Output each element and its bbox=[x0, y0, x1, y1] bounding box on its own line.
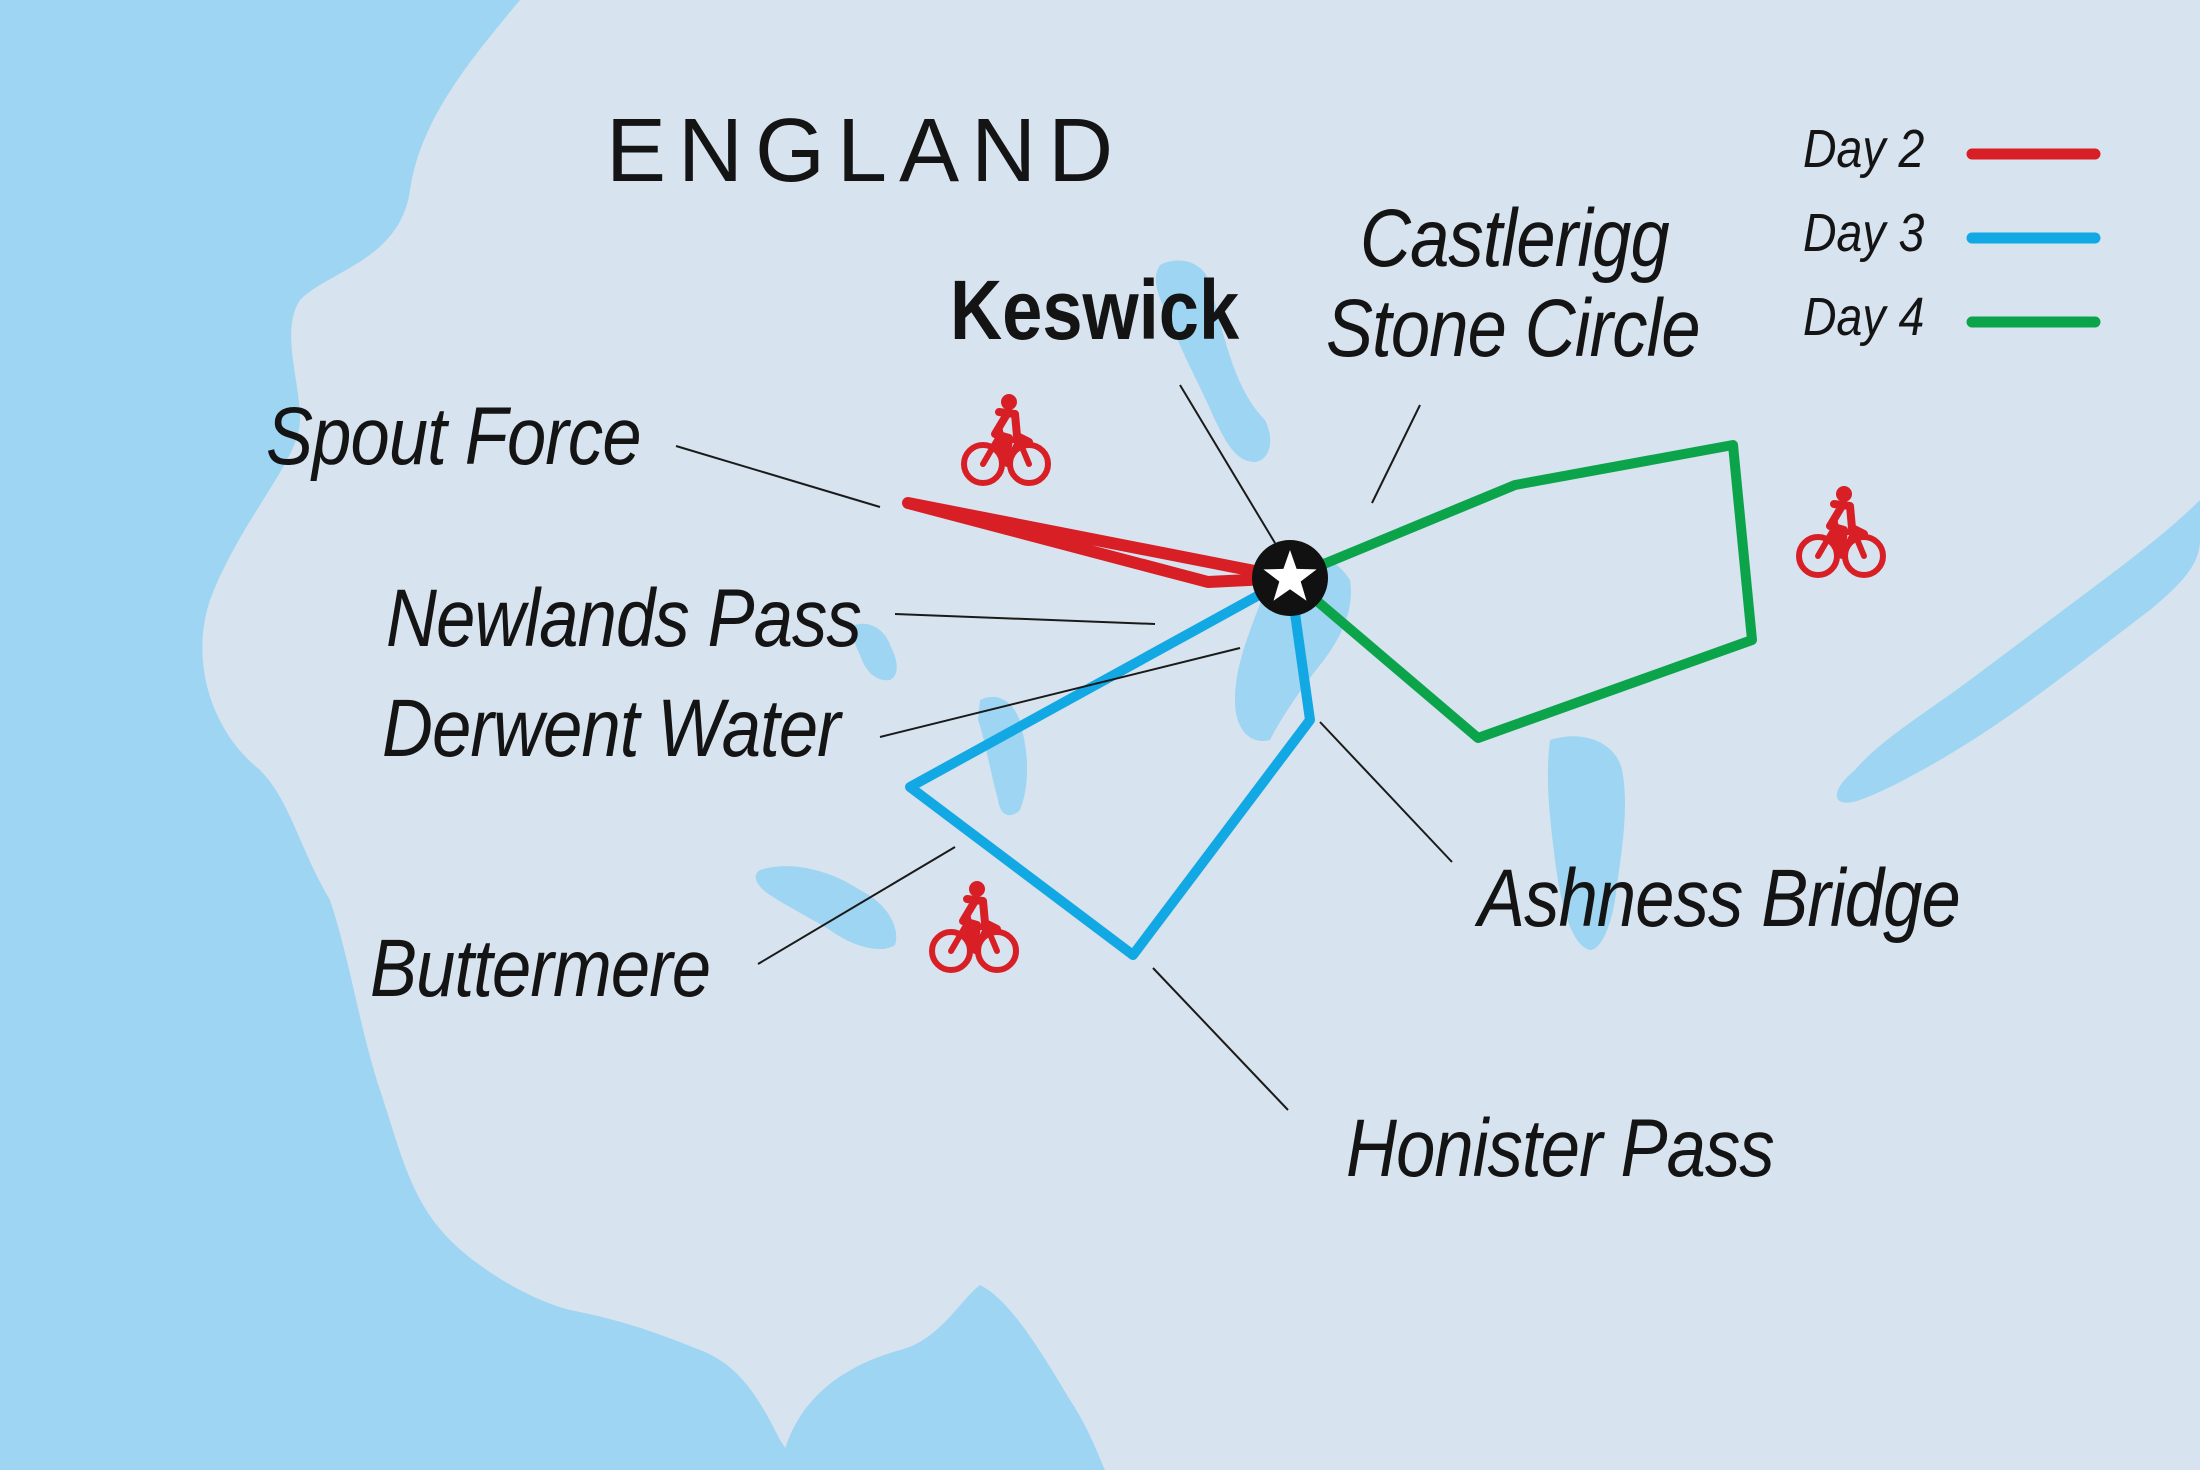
place-label-castlerigg-1: Castlerigg bbox=[1360, 193, 1670, 284]
sea-area bbox=[0, 0, 800, 1470]
place-label-buttermere: Buttermere bbox=[370, 923, 711, 1014]
leader-spout-force bbox=[675, 445, 881, 508]
day2-route bbox=[902, 497, 1296, 588]
leader-castlerigg bbox=[1371, 404, 1421, 504]
lake-bassenthwaite bbox=[1155, 260, 1271, 462]
lake-ullswater bbox=[1836, 500, 2200, 803]
legend-label-day3: Day 3 bbox=[1803, 203, 1925, 263]
lake-loweswater bbox=[852, 623, 897, 681]
leader-ashness-bridge bbox=[1319, 721, 1453, 863]
star-icon bbox=[1252, 540, 1328, 616]
leader-honister-pass bbox=[1152, 967, 1289, 1111]
legend-swatches bbox=[1966, 148, 2101, 328]
leader-newlands-pass bbox=[894, 613, 1156, 625]
lake-thirlmere bbox=[1547, 736, 1625, 950]
leader-lines bbox=[675, 384, 1453, 1111]
country-label: ENGLAND bbox=[606, 101, 1126, 201]
legend-label-day4: Day 4 bbox=[1803, 287, 1925, 347]
day3-route bbox=[905, 573, 1315, 960]
place-label-castlerigg-2: Stone Circle bbox=[1326, 283, 1701, 374]
lake-ennerdale-water bbox=[755, 866, 897, 950]
leader-keswick bbox=[1179, 384, 1276, 544]
place-label-honister-pass: Honister Pass bbox=[1346, 1103, 1775, 1194]
day4-route bbox=[1285, 440, 1757, 743]
estuary-area bbox=[780, 1285, 1105, 1470]
leader-derwent-water bbox=[879, 647, 1241, 738]
place-label-newlands-pass: Newlands Pass bbox=[386, 573, 862, 664]
place-label-derwent-water: Derwent Water bbox=[382, 683, 841, 774]
city-label-keswick: Keswick bbox=[950, 263, 1240, 357]
legend-label-day2: Day 2 bbox=[1803, 119, 1925, 179]
place-label-spout-force: Spout Force bbox=[266, 391, 642, 482]
leader-buttermere bbox=[757, 846, 956, 965]
place-label-ashness-bridge: Ashness Bridge bbox=[1478, 853, 1961, 944]
